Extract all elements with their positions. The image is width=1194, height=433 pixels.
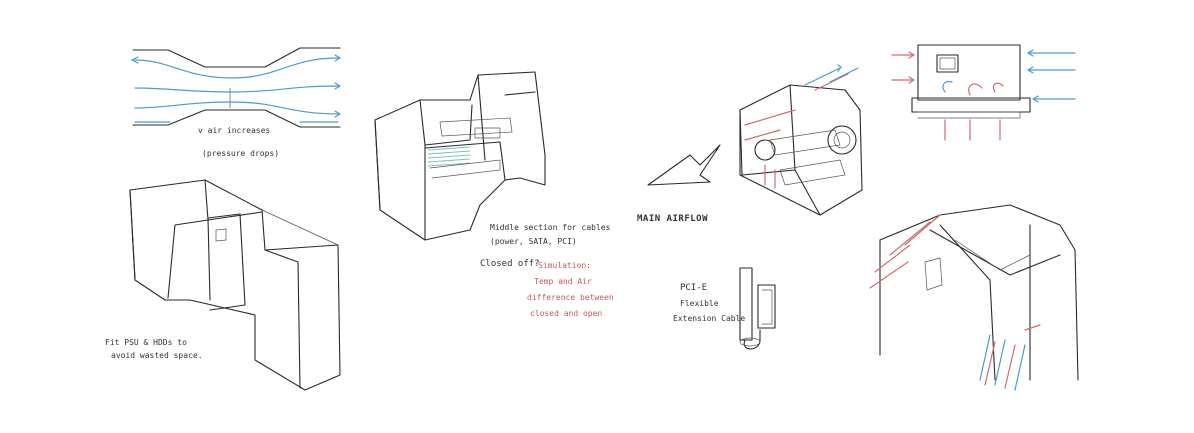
middle-section-sketch [375,72,545,240]
main-airflow-label: MAIN AIRFLOW [637,213,708,225]
velocity-note: v air increases [198,125,270,137]
pressure-note: (pressure drops) [202,148,279,160]
middle-section-line2: (power, SATA, PCI) [490,236,577,248]
simulation-line3: difference between [527,292,614,304]
middle-section-line1: Middle section for cables [490,222,610,234]
main-airflow-sketch [648,65,862,215]
pcie-label-line3: Extension Cable [673,313,745,325]
pcie-label-line2: Flexible [680,298,719,310]
fit-note-line2: avoid wasted space. [111,350,203,362]
simulation-line2: Temp and Air [534,276,592,288]
top-view-airflow-sketch [892,45,1075,140]
venturi-diagram [132,48,340,127]
simulation-line1: Simulation: [538,260,591,272]
pcie-label-line1: PCI-E [680,282,707,294]
simulation-line4: closed and open [530,308,602,320]
closed-off-note: Closed off? [480,258,540,270]
pcie-extension-sketch [740,268,775,349]
front-airflow-sketch [870,205,1078,390]
fit-note-line1: Fit PSU & HDDs to [105,337,187,349]
